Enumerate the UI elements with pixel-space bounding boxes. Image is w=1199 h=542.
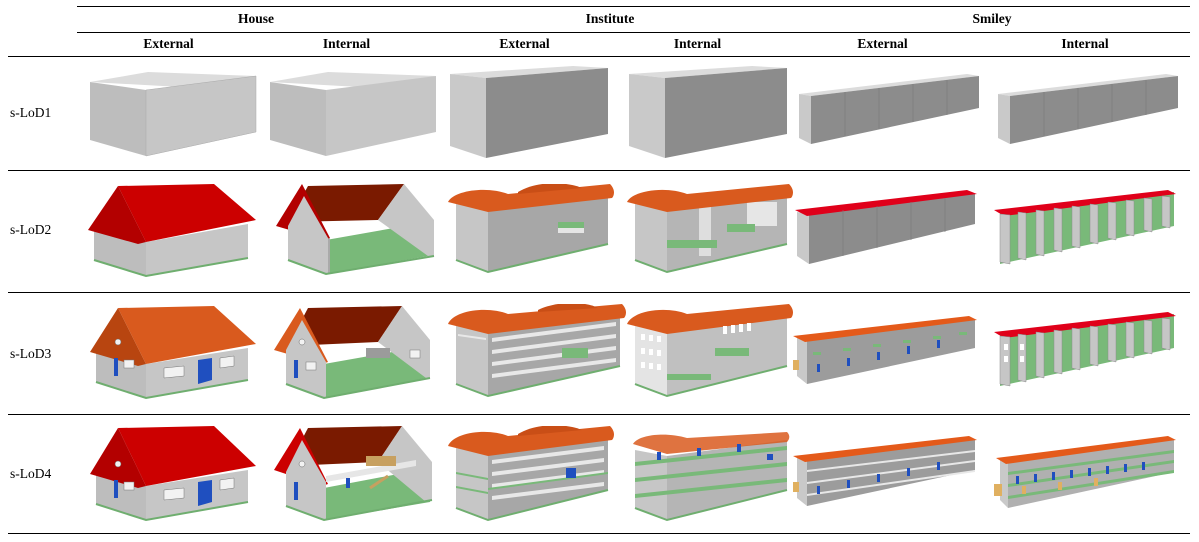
row-rule-3: [8, 414, 1190, 415]
row-rule-1: [8, 170, 1190, 171]
row-rule-2: [8, 292, 1190, 293]
house-external-lod4-image: [88, 426, 258, 524]
institute-internal-lod4-image: [627, 428, 795, 522]
smiley-internal-lod1-image: [996, 72, 1180, 146]
group-rule: [77, 32, 1190, 33]
institute-external-lod4-image: [448, 426, 616, 522]
top-rule: [77, 6, 1190, 7]
row-label-lod1: s-LoD1: [10, 105, 52, 120]
subheader-house-internal: Internal: [322, 36, 371, 51]
smiley-internal-lod3-image: [994, 310, 1180, 390]
subheader-institute-internal: Internal: [673, 36, 722, 51]
row-label-lod3: s-LoD3: [10, 346, 52, 361]
smiley-external-lod4-image: [793, 434, 981, 508]
institute-external-lod2-image: [448, 184, 616, 274]
group-header-institute: Institute: [585, 11, 635, 26]
smiley-internal-lod2-image: [994, 188, 1180, 268]
subheader-smiley-internal: Internal: [1061, 36, 1109, 51]
institute-internal-lod2-image: [627, 184, 795, 274]
subheader-institute-external: External: [499, 36, 550, 51]
house-internal-lod1-image: [268, 70, 438, 158]
smiley-external-lod1-image: [797, 72, 981, 146]
smiley-external-lod2-image: [795, 190, 981, 266]
bottom-rule: [8, 533, 1190, 534]
institute-external-lod3-image: [448, 304, 628, 398]
institute-internal-lod1-image: [627, 64, 791, 160]
house-external-lod3-image: [88, 306, 258, 402]
institute-external-lod1-image: [448, 64, 612, 160]
header-bottom-rule: [8, 56, 1190, 57]
group-header-smiley: Smiley: [972, 11, 1012, 26]
smiley-external-lod3-image: [793, 314, 981, 386]
subheader-house-external: External: [143, 36, 194, 51]
house-internal-lod3-image: [266, 304, 436, 402]
house-external-lod1-image: [88, 70, 258, 158]
subheader-smiley-external: External: [857, 36, 908, 51]
smiley-internal-lod4-image: [994, 434, 1180, 510]
row-label-lod2: s-LoD2: [10, 222, 52, 237]
house-internal-lod2-image: [268, 182, 438, 278]
house-internal-lod4-image: [266, 426, 436, 524]
house-external-lod2-image: [88, 184, 258, 278]
row-label-lod4: s-LoD4: [10, 466, 52, 481]
group-header-house: House: [237, 11, 274, 26]
institute-internal-lod3-image: [627, 304, 795, 398]
